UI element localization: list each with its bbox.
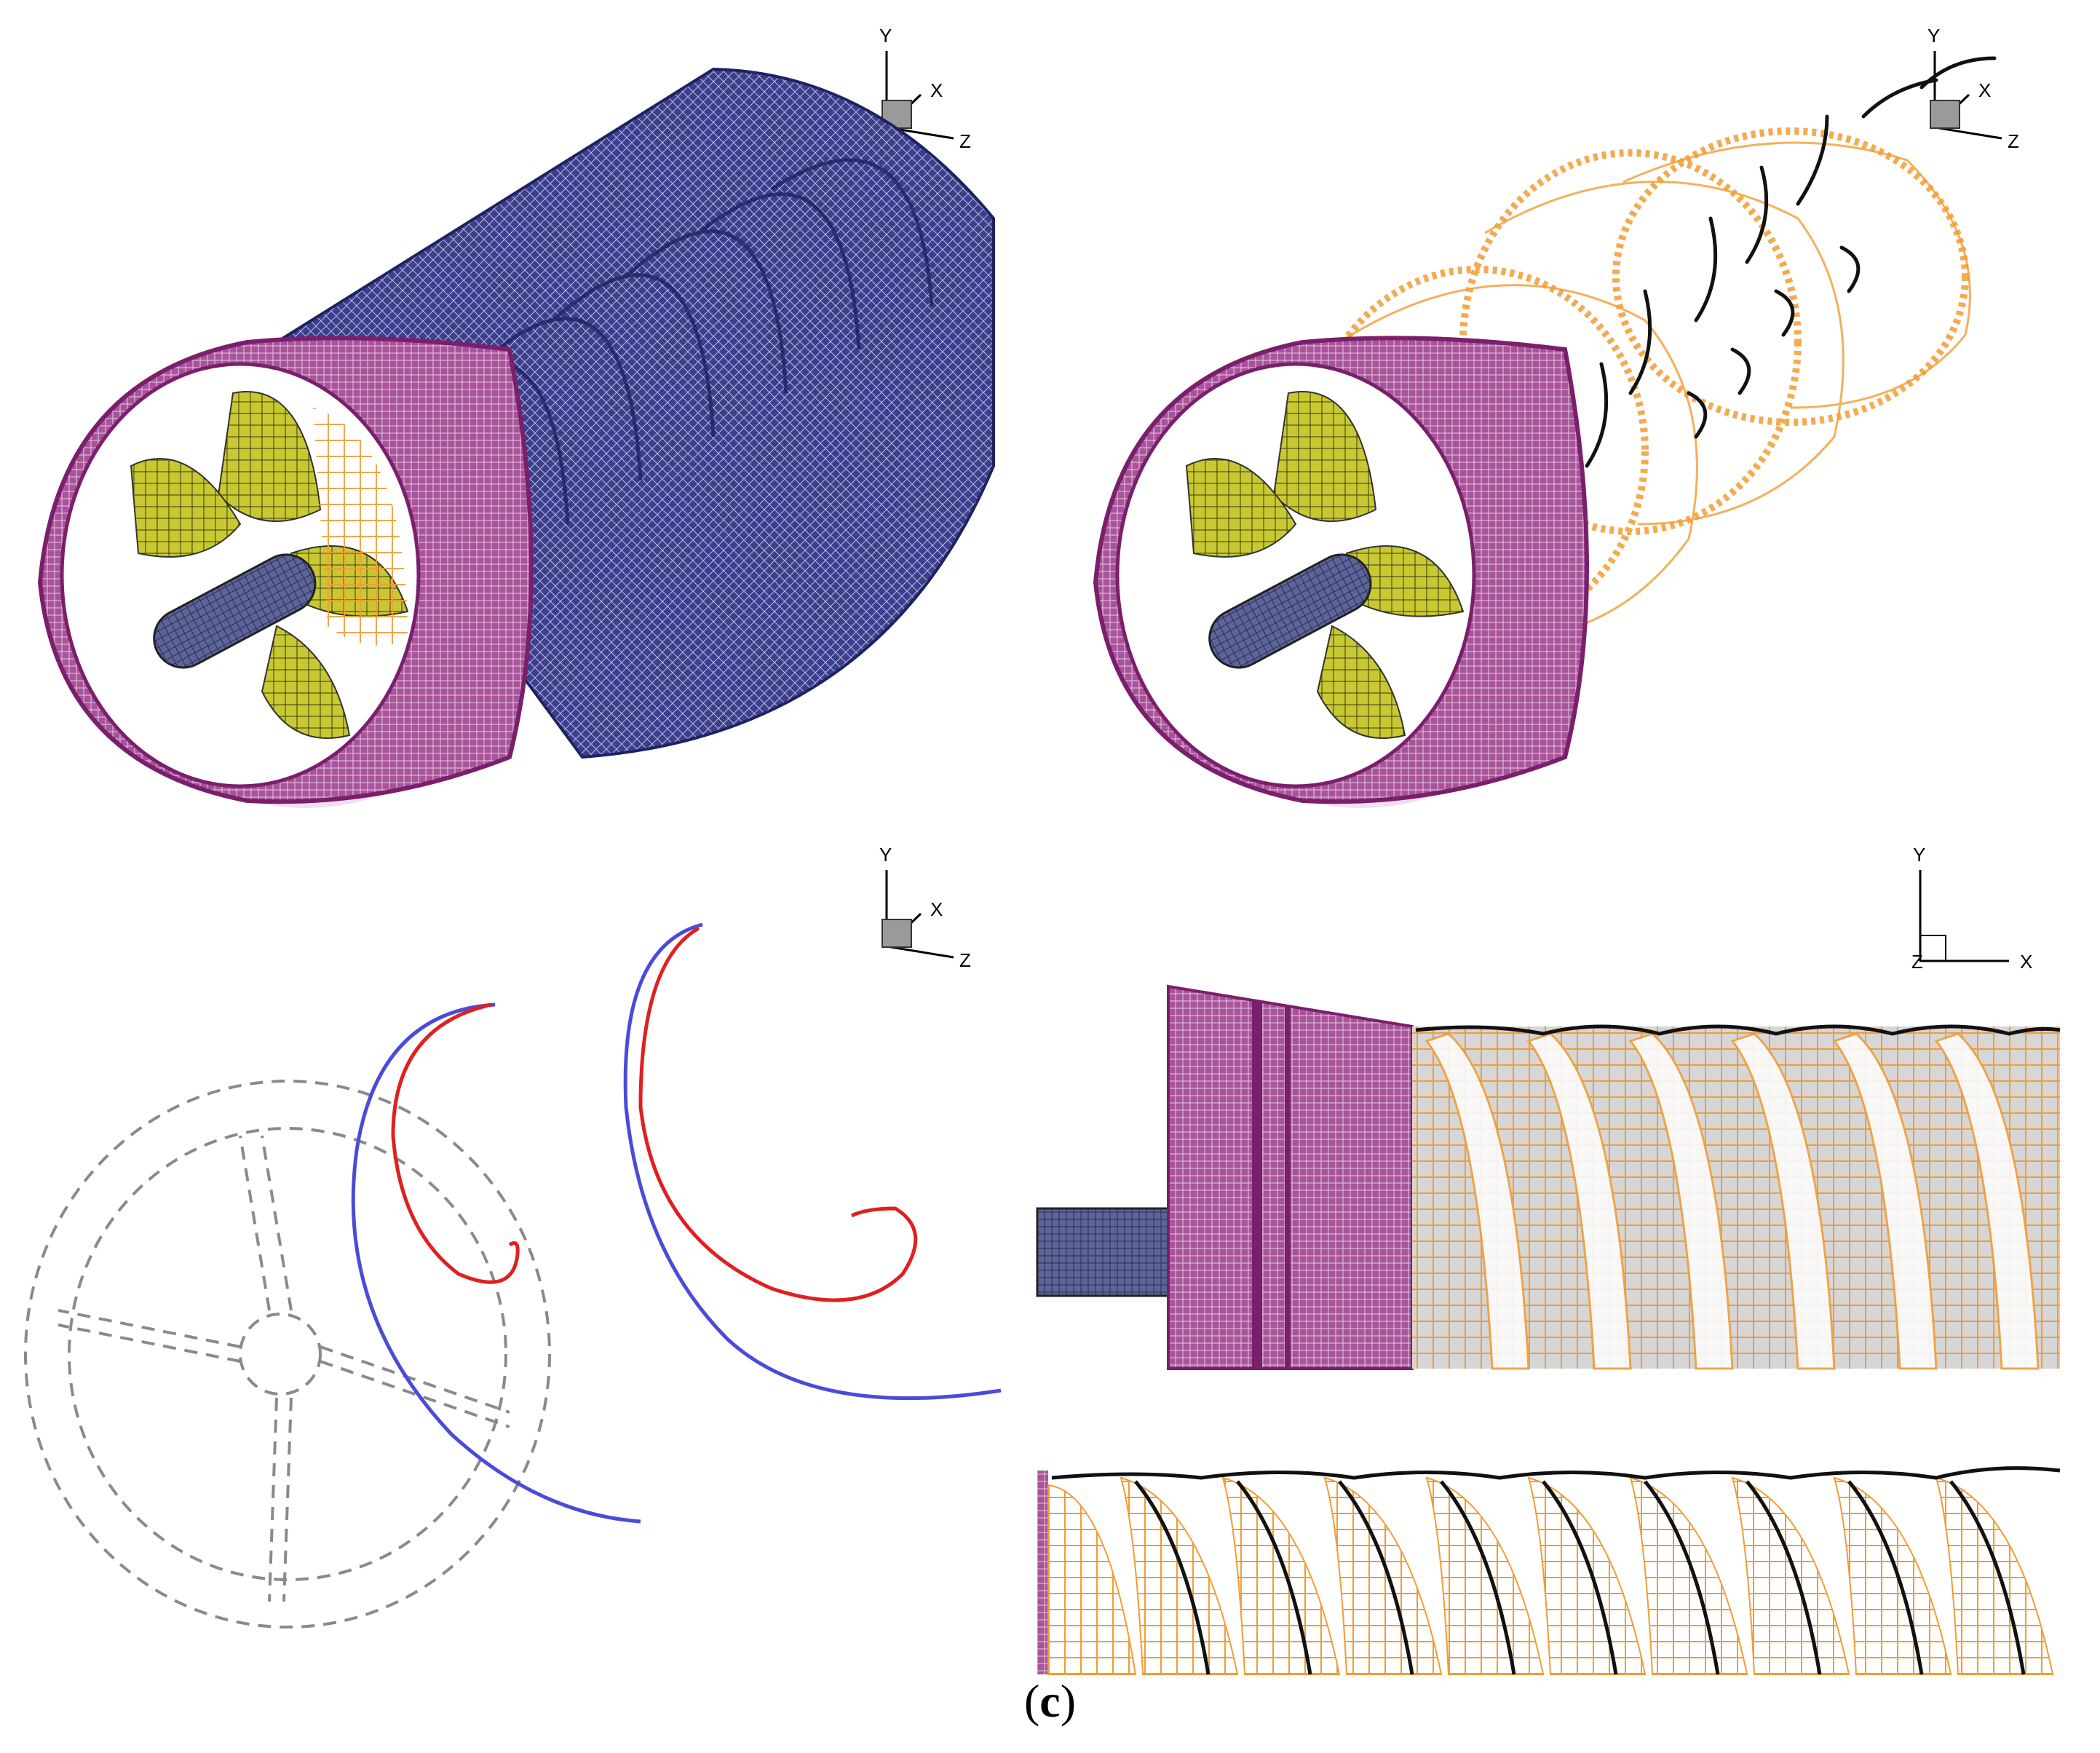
strip-trace-lines: [1051, 1466, 2061, 1675]
hub: [1208, 553, 1372, 669]
orange-vortex-mesh: [313, 408, 408, 646]
axis-x-label: X: [930, 79, 943, 101]
axis-triad: Y X Z: [879, 844, 971, 971]
hub-vortex-line: [391, 1002, 520, 1284]
hub-vortex-line: [638, 926, 918, 1302]
panel-top-left: Y X Z: [37, 25, 995, 808]
axis-z-label: Z: [2008, 130, 2019, 152]
propeller-blade: [130, 458, 242, 558]
panel-top-right: Y X Z: [1093, 25, 2019, 808]
wake-strip-sheets: [1047, 1476, 2054, 1675]
panel-bottom-left: Y X Z: [24, 844, 1002, 1629]
axis-triad: Y X Z: [1927, 25, 2019, 152]
axis-x-label: X: [2020, 951, 2032, 973]
tip-vortex-line: [351, 1002, 641, 1524]
axis-y-label: Y: [1927, 25, 1940, 47]
propeller-blade: [261, 625, 351, 739]
axis-y-label: Y: [879, 844, 892, 866]
axis-z-label: Z: [959, 130, 971, 152]
caption-close: ): [1060, 1675, 1077, 1727]
helical-sheets: [1425, 1032, 2040, 1370]
propeller-blade: [1272, 391, 1377, 522]
propeller-blade: [1346, 545, 1465, 617]
caption-letter: c: [1039, 1675, 1061, 1727]
axis-x-label: X: [930, 898, 943, 920]
hub: [153, 553, 317, 669]
tip-vortex-line: [623, 922, 1002, 1401]
panel-bottom-right: Y X Z: [1036, 844, 2064, 1675]
axis-z-label: Z: [1911, 951, 1923, 973]
duct-outline-dashed: [24, 1080, 551, 1629]
top-trace-line: [1415, 1024, 2061, 1036]
shaft: [1036, 1207, 1177, 1297]
axis-y-label: Y: [1913, 844, 1925, 866]
axis-z-label: Z: [959, 949, 971, 971]
axis-triad: Y X Z: [1911, 844, 2032, 973]
figure-caption: (c): [0, 1674, 2100, 1728]
propeller-blade: [1185, 458, 1297, 558]
axis-triad: Y X Z: [879, 25, 971, 152]
caption-open: (: [1023, 1675, 1040, 1727]
propeller-blade: [1316, 625, 1406, 739]
axis-y-label: Y: [879, 25, 892, 47]
axis-x-label: X: [1978, 79, 1991, 101]
